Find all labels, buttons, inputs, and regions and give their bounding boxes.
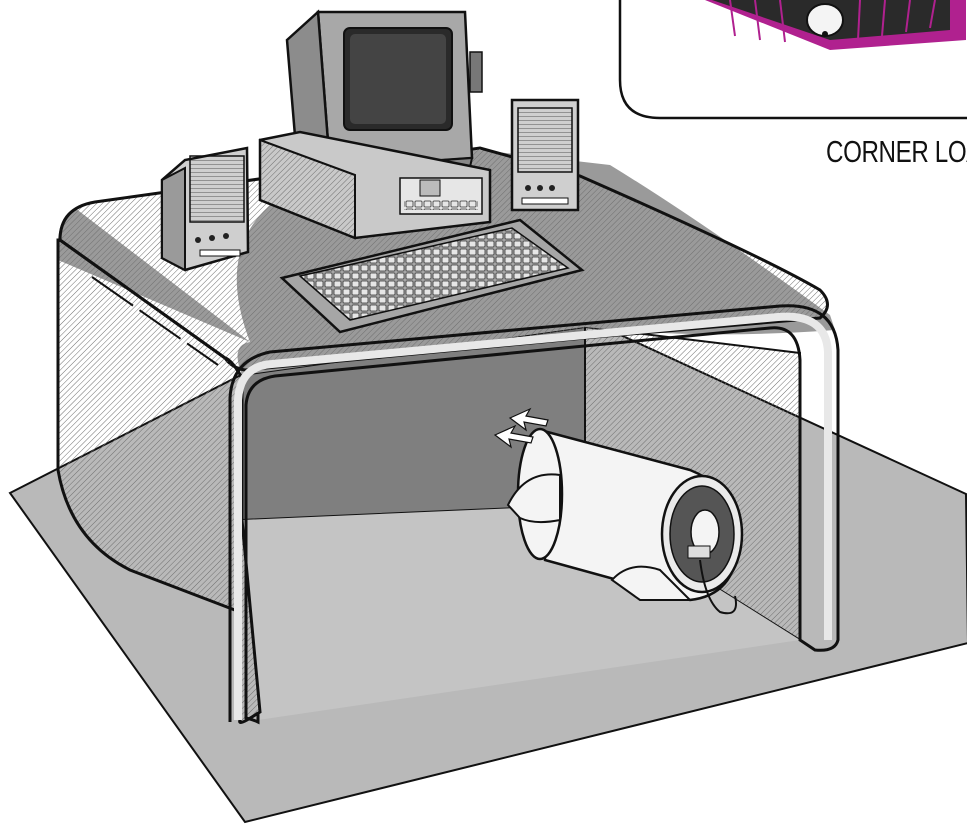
desk-left-panel bbox=[56, 238, 262, 724]
computer-tower-icon bbox=[258, 130, 492, 240]
keyboard-icon bbox=[279, 218, 585, 334]
corner-load-caption: CORNER LOAD bbox=[826, 134, 967, 169]
arrow-icon bbox=[493, 407, 549, 449]
desk-seam bbox=[91, 276, 219, 366]
desk-front-edge bbox=[228, 304, 840, 725]
speaker-icon bbox=[510, 98, 580, 212]
corner-load-inset bbox=[618, 0, 967, 120]
speaker-icon bbox=[160, 146, 250, 272]
desk-front-edge-highlight bbox=[234, 312, 832, 720]
subwoofer-icon bbox=[506, 427, 744, 615]
